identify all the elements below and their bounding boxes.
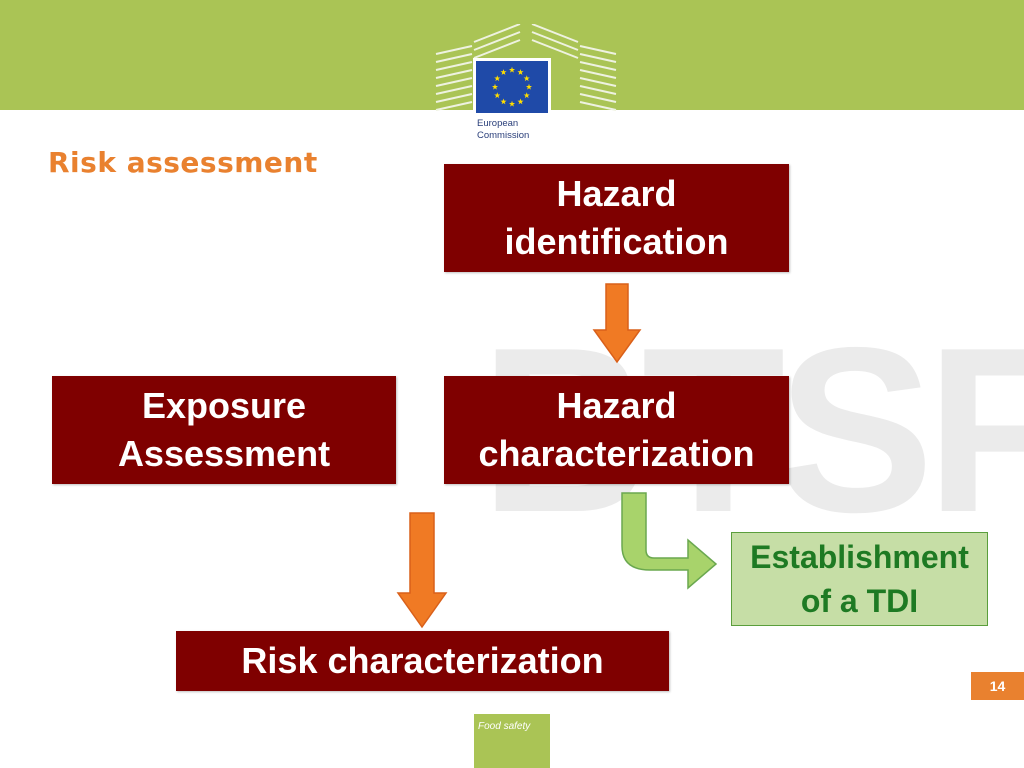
hazard-identification-box: Hazard identification <box>444 164 789 272</box>
logo-card: European Commission <box>473 58 551 172</box>
eu-star-icon <box>500 69 507 75</box>
tdi-line2: of a TDI <box>800 583 919 619</box>
exposure-assessment-line1: Exposure <box>141 385 307 426</box>
risk-characterization-box: Risk characterization <box>176 631 669 691</box>
eu-star-icon <box>523 75 530 82</box>
eu-star-icon <box>523 92 530 99</box>
eu-star-icon <box>517 69 524 75</box>
hazard-characterization-box: Hazard characterization <box>444 376 789 484</box>
eu-star-icon <box>494 92 501 99</box>
eu-star-icon <box>508 100 516 107</box>
hazard-characterization-line2: characterization <box>478 433 755 474</box>
logo-text: European Commission <box>477 118 549 142</box>
exposure-assessment-box: Exposure Assessment <box>52 376 396 484</box>
hazard-identification-line2: identification <box>504 221 729 262</box>
eu-flag-icon <box>476 61 548 113</box>
logo-building-icon <box>435 24 617 111</box>
arrow-exposure-to-risk <box>396 512 448 629</box>
exposure-assessment-line2: Assessment <box>117 433 331 474</box>
hazard-characterization-line1: Hazard <box>556 385 677 426</box>
page-title: Risk assessment <box>48 146 318 179</box>
eu-star-icon <box>494 75 501 82</box>
hazard-identification-line1: Hazard <box>556 173 677 214</box>
eu-star-icon <box>491 83 499 90</box>
eu-star-icon <box>525 83 533 90</box>
footer-tab-label: Food safety <box>478 721 531 732</box>
risk-characterization-label: Risk characterization <box>241 640 604 681</box>
eu-star-icon <box>500 98 507 105</box>
logo-text-line2: Commission <box>477 130 530 141</box>
logo-text-line1: European <box>477 118 519 129</box>
european-commission-logo: European Commission <box>434 24 618 172</box>
page-number: 14 <box>971 672 1024 700</box>
tdi-box: Establishment of a TDI <box>731 532 988 626</box>
eu-star-icon <box>517 98 524 105</box>
footer-tab: Food safety <box>474 714 550 768</box>
eu-star-icon <box>508 66 516 73</box>
tdi-line1: Establishment <box>750 539 969 575</box>
